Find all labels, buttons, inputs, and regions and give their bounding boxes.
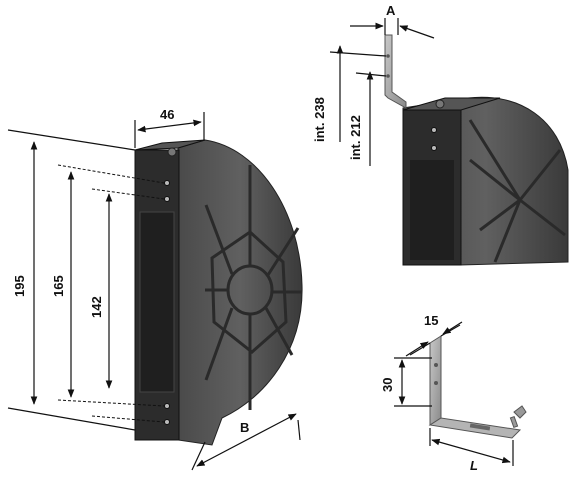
detail-bracket	[384, 34, 407, 109]
dim-30: 30	[380, 378, 395, 392]
dim-195: 195	[12, 275, 27, 297]
main-view: 46 195 165 142 B	[7, 107, 303, 471]
detail-spokes	[468, 119, 566, 263]
dim-int-238: int. 238	[312, 97, 327, 142]
dim-165: 165	[51, 275, 66, 297]
dim-A: A	[386, 3, 396, 18]
mounting-holes	[164, 180, 170, 425]
detail-holes	[431, 127, 437, 151]
bracket-vertical	[429, 335, 442, 426]
front-recess	[139, 211, 175, 393]
detail-view: A int. 238 int. 212	[312, 3, 569, 266]
top-screw	[167, 147, 177, 157]
spoke-pattern	[204, 165, 302, 410]
dim-15: 15	[424, 313, 438, 328]
bracket-view: 15 30 L	[380, 313, 527, 473]
detail-recess	[410, 160, 454, 260]
dim-142: 142	[89, 296, 104, 318]
detail-top	[402, 97, 501, 111]
screw-icon	[509, 405, 527, 429]
detail-top-screw	[435, 99, 445, 109]
dim-B: B	[240, 420, 249, 435]
front-plate-top	[134, 139, 206, 151]
dim-int-212: int. 212	[348, 115, 363, 160]
dim-46: 46	[160, 107, 174, 122]
dim-L: L	[470, 458, 478, 473]
